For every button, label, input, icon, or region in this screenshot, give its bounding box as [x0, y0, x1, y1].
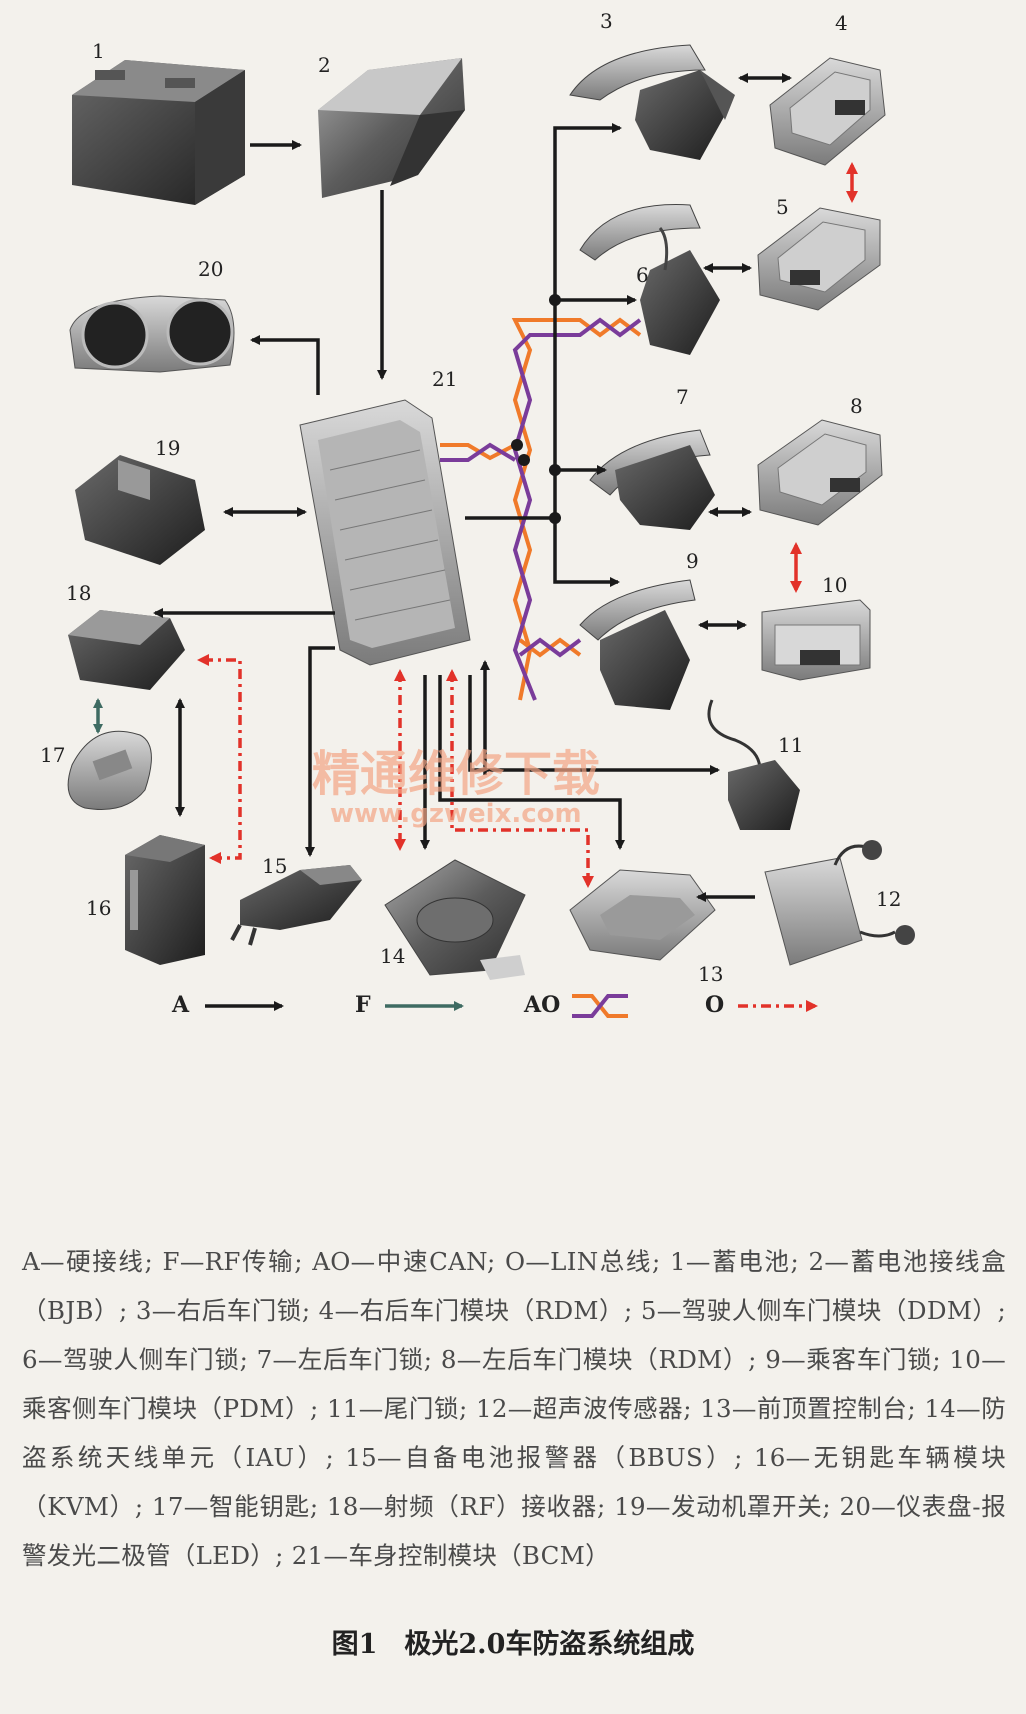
battery-icon — [72, 60, 245, 205]
component-number: 2 — [318, 53, 331, 77]
component-number: 10 — [822, 573, 847, 597]
instrument-cluster-icon — [69, 295, 235, 373]
component-number: 19 — [155, 436, 180, 460]
component-number: 5 — [776, 195, 789, 219]
component-number: 18 — [66, 581, 91, 605]
component-number: 3 — [600, 9, 613, 33]
right-rear-door-lock-icon — [569, 44, 735, 160]
passenger-door-module-icon — [761, 599, 871, 681]
component-number: 12 — [876, 887, 901, 911]
tailgate-lock-icon — [707, 699, 800, 830]
component-number: 9 — [686, 549, 699, 573]
component-number: 13 — [698, 962, 723, 986]
body-control-module-icon — [299, 399, 471, 666]
component-numbers: 1 2 3 4 5 6 7 8 9 10 11 12 13 14 15 16 1… — [40, 9, 901, 986]
driver-door-lock-icon — [579, 204, 720, 355]
junction-dots — [511, 294, 561, 524]
component-number: 14 — [380, 944, 405, 968]
left-rear-door-lock-icon — [589, 429, 715, 530]
component-number: 16 — [86, 896, 111, 920]
component-number: 15 — [262, 854, 287, 878]
right-rear-door-module-icon — [769, 57, 886, 166]
lin-lines — [197, 162, 858, 888]
driver-door-module-icon — [757, 207, 881, 311]
component-number: 7 — [676, 385, 689, 409]
watermark-url: www.gzweix.com — [330, 799, 582, 829]
caption-text: A—硬接线; F—RF传输; AO—中速CAN; O—LIN总线; 1—蓄电池;… — [22, 1247, 1006, 1570]
component-number: 8 — [850, 394, 863, 418]
ultrasonic-sensor-icon — [764, 840, 915, 966]
component-number: 20 — [198, 257, 223, 281]
legend-label-ao: AO — [523, 992, 560, 1018]
legend: A F AO O — [171, 992, 818, 1018]
passenger-door-lock-icon — [579, 579, 696, 710]
figure-caption: A—硬接线; F—RF传输; AO—中速CAN; O—LIN总线; 1—蓄电池;… — [22, 1237, 1006, 1580]
watermark-text: 精通维修下载 — [312, 746, 600, 802]
component-number: 11 — [778, 733, 803, 757]
watermark: 精通维修下载 www.gzweix.com — [312, 746, 600, 829]
battery-backed-sounder-icon — [230, 865, 362, 946]
legend-label-o: O — [705, 992, 724, 1018]
can-bus-lines — [440, 317, 642, 701]
front-overhead-console-icon — [569, 869, 716, 961]
battery-junction-box-icon — [318, 58, 465, 198]
left-rear-door-module-icon — [757, 419, 883, 526]
immobilizer-antenna-unit-icon — [384, 859, 526, 980]
component-number: 6 — [636, 263, 649, 287]
hood-switch-icon — [75, 455, 205, 565]
legend-label-f: F — [355, 992, 371, 1018]
keyless-vehicle-module-icon — [125, 835, 205, 965]
legend-can-symbol — [572, 994, 628, 1018]
legend-label-a: A — [171, 992, 190, 1018]
rf-receiver-icon — [68, 610, 185, 690]
figure-title: 图1 极光2.0车防盗系统组成 — [331, 1629, 695, 1660]
component-number: 17 — [40, 743, 65, 767]
component-number: 4 — [835, 11, 848, 35]
component-number: 21 — [432, 367, 457, 391]
anti-theft-system-diagram: 1 2 3 4 5 6 7 8 9 10 11 12 13 14 15 16 1… — [40, 9, 915, 1018]
component-number: 1 — [92, 39, 105, 63]
smart-key-icon — [67, 730, 152, 811]
